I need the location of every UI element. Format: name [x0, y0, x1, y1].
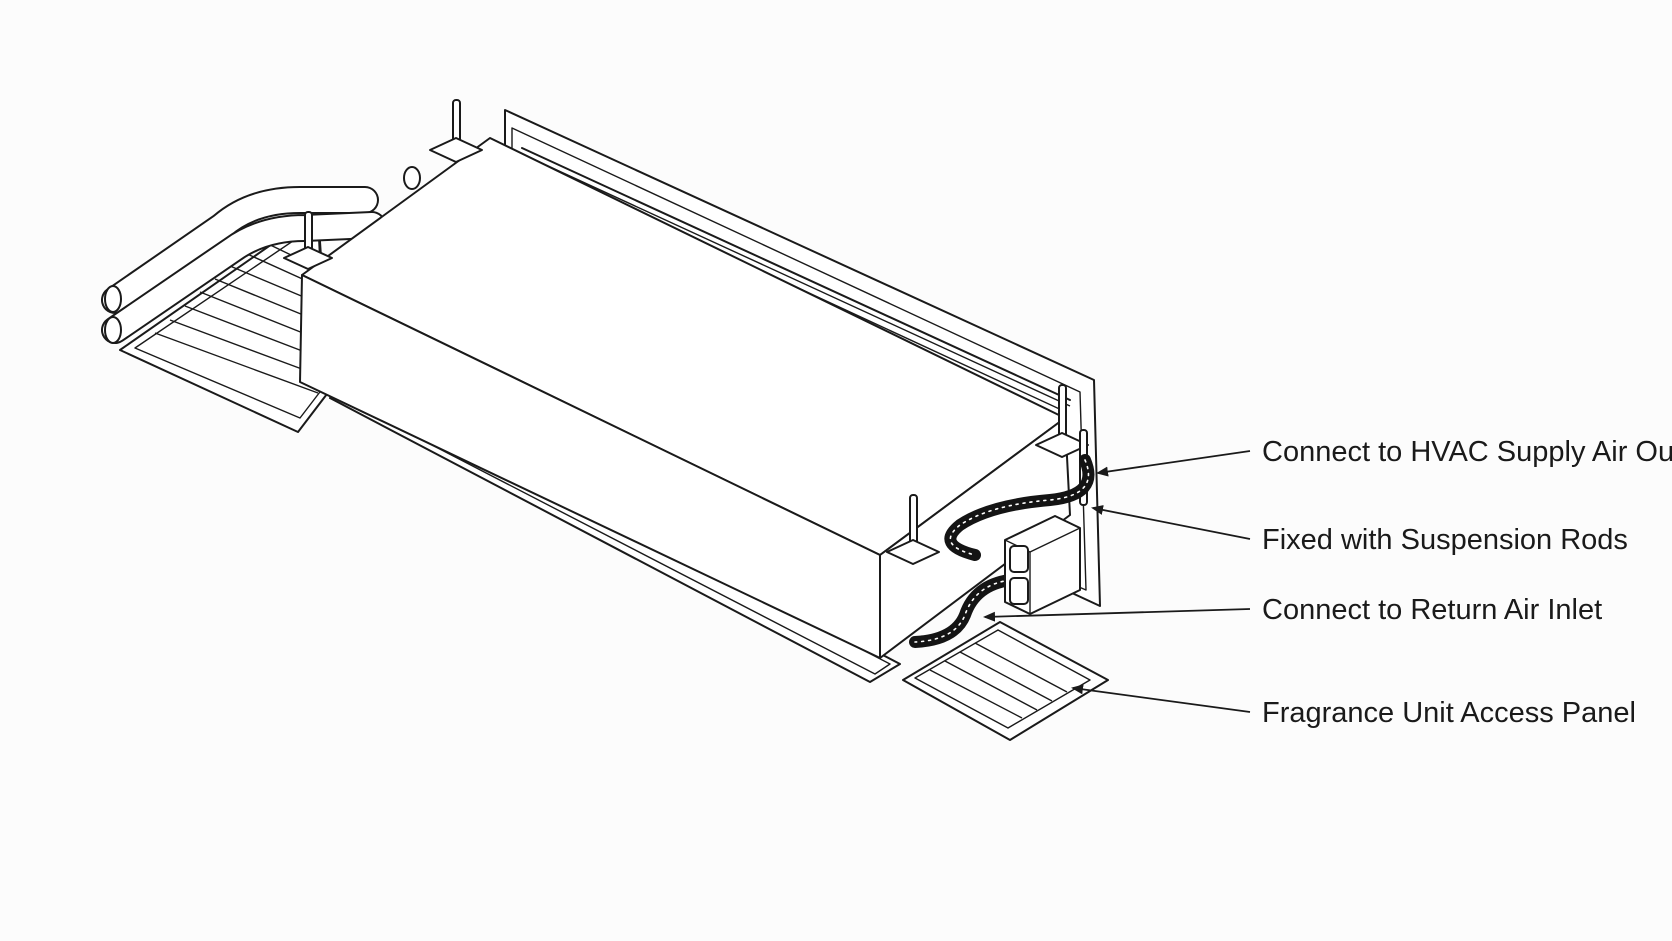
leader-rods — [1091, 505, 1251, 540]
callout-leaders — [983, 450, 1251, 713]
suspension-rod — [283, 211, 333, 270]
callout-labels: Connect to HVAC Supply Air Outlet Fixed … — [1262, 436, 1672, 729]
callout-access-panel-label: Fragrance Unit Access Panel — [1262, 697, 1636, 729]
fan-coil-unit — [299, 137, 1071, 659]
callout-suspension-rods-label: Fixed with Suspension Rods — [1262, 524, 1628, 556]
supply-pipes — [101, 166, 421, 344]
access-panel-drawing — [902, 621, 1109, 741]
callout-supply-outlet-label: Connect to HVAC Supply Air Outlet — [1262, 436, 1672, 468]
fragrance-unit — [909, 454, 1095, 648]
suspension-rod — [886, 494, 940, 565]
leader-supply — [1096, 450, 1251, 477]
callout-return-inlet-label: Connect to Return Air Inlet — [1262, 594, 1602, 626]
suspension-rod — [429, 99, 483, 163]
leader-panel — [1071, 684, 1251, 713]
leader-return — [983, 608, 1251, 622]
